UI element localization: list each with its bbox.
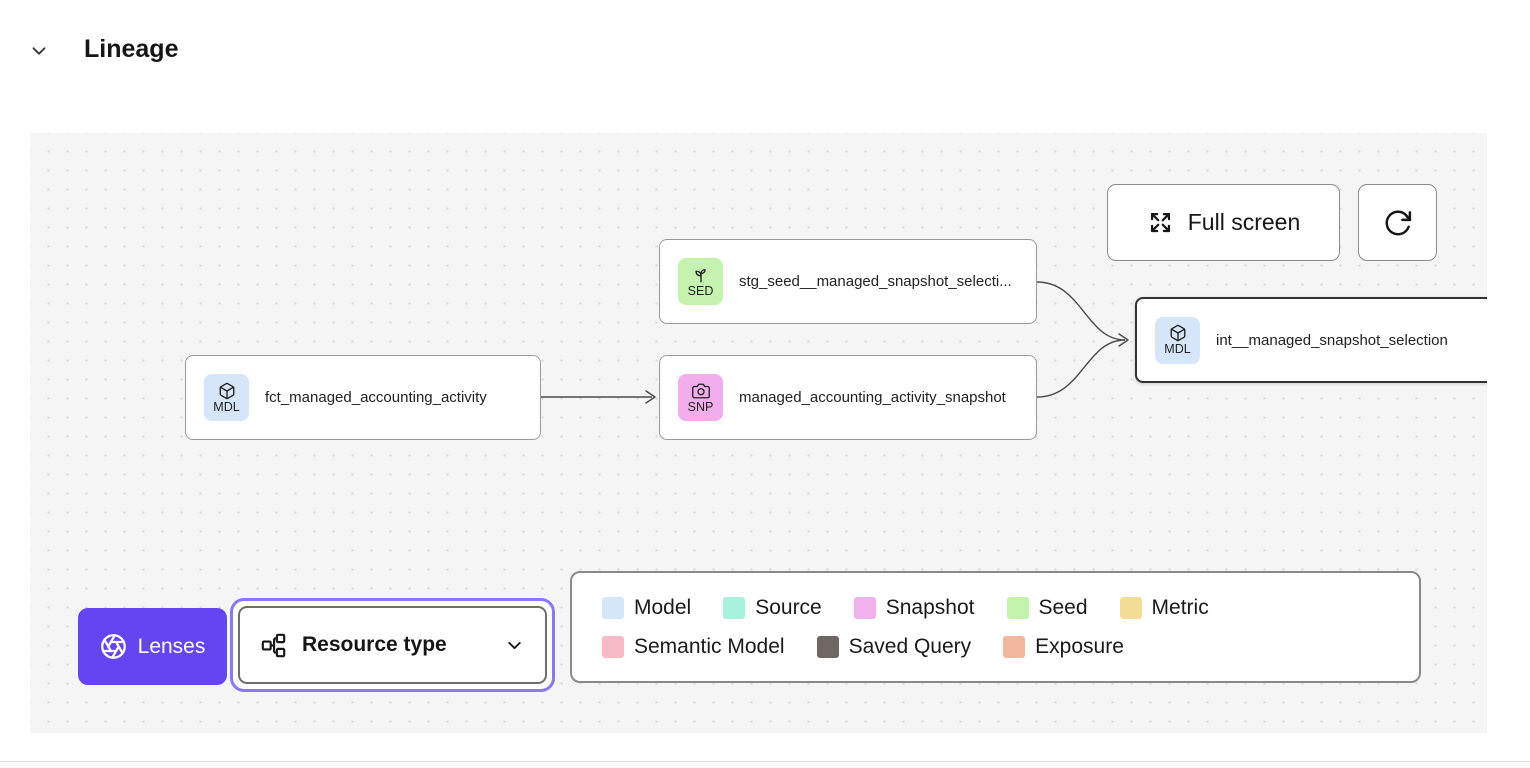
legend-label: Seed [1038,595,1088,619]
model-cube-icon [1169,324,1187,342]
legend-row: Semantic Model Saved Query Exposure [602,635,1389,659]
lineage-node-seed[interactable]: SED stg_seed__managed_snapshot_selecti..… [659,239,1037,324]
resource-type-dropdown[interactable]: Resource type [238,606,547,684]
legend-item: Snapshot [853,595,975,620]
lineage-section-header: Lineage [0,0,1530,100]
resource-badge-seed: SED [678,258,723,305]
legend-item: Source [723,596,822,620]
expand-arrows-icon [1147,209,1174,236]
resource-badge-label: SED [687,283,714,298]
full-screen-label: Full screen [1187,209,1301,235]
legend-swatch [1003,635,1026,658]
refresh-icon [1383,208,1413,238]
seed-icon [692,266,710,284]
lineage-canvas[interactable]: SED stg_seed__managed_snapshot_selecti..… [30,133,1487,733]
lineage-edges [541,281,1129,404]
aperture-icon [100,633,127,660]
next-section-edge [0,762,1530,768]
legend-swatch [816,635,839,658]
legend-item: Saved Query [816,634,972,659]
legend-row: Model Source Snapshot Seed Metric [602,596,1389,620]
legend-label: Exposure [1035,634,1124,658]
resource-type-label: Resource type [302,633,447,656]
chevron-down-icon [504,635,525,656]
legend-label: Saved Query [848,634,972,658]
legend-swatch [723,596,746,619]
legend-swatch [1119,596,1142,619]
resource-type-legend: Model Source Snapshot Seed Metric Semantic M… [570,571,1421,683]
legend-label: Model [634,595,692,619]
lenses-button[interactable]: Lenses [78,608,227,685]
model-cube-icon [218,382,236,400]
legend-item: Model [602,596,691,620]
legend-swatch [602,635,624,658]
resource-badge-label: MDL [1164,342,1191,356]
resource-badge-model: MDL [204,374,249,421]
hierarchy-icon [260,632,287,659]
resource-badge-model: MDL [1155,316,1200,364]
resource-badge-label: MDL [213,399,240,414]
resource-badge-label: SNP [687,399,714,414]
legend-label: Semantic Model [634,634,785,658]
legend-swatch [602,596,624,619]
legend-item: Exposure [1003,635,1124,659]
node-label: fct_managed_accounting_activity [265,389,487,406]
lineage-node-int-model-selected[interactable]: MDL int__managed_snapshot_selection [1135,297,1487,383]
lineage-node-snapshot[interactable]: SNP managed_accounting_activity_snapshot [659,355,1037,440]
snapshot-camera-icon [691,382,710,400]
section-divider [0,761,1530,762]
lenses-label: Lenses [137,634,206,658]
legend-item: Semantic Model [602,635,785,659]
chevron-down-icon[interactable] [28,40,50,62]
node-label: int__managed_snapshot_selection [1216,331,1448,349]
page-title: Lineage [84,35,179,63]
resource-type-dropdown-focus-ring: Resource type [230,598,555,692]
legend-label: Metric [1151,595,1209,619]
lineage-node-fct-model[interactable]: MDL fct_managed_accounting_activity [185,355,541,440]
legend-item: Metric [1119,595,1209,620]
resource-badge-snapshot: SNP [678,374,723,421]
legend-item: Seed [1006,595,1088,620]
legend-swatch [1006,596,1029,619]
legend-label: Source [755,595,822,619]
refresh-button[interactable] [1358,184,1437,261]
legend-label: Snapshot [885,595,975,619]
node-label: stg_seed__managed_snapshot_selecti... [739,273,1012,290]
node-label: managed_accounting_activity_snapshot [739,389,1006,406]
legend-swatch [853,596,876,619]
full-screen-button[interactable]: Full screen [1107,184,1340,261]
